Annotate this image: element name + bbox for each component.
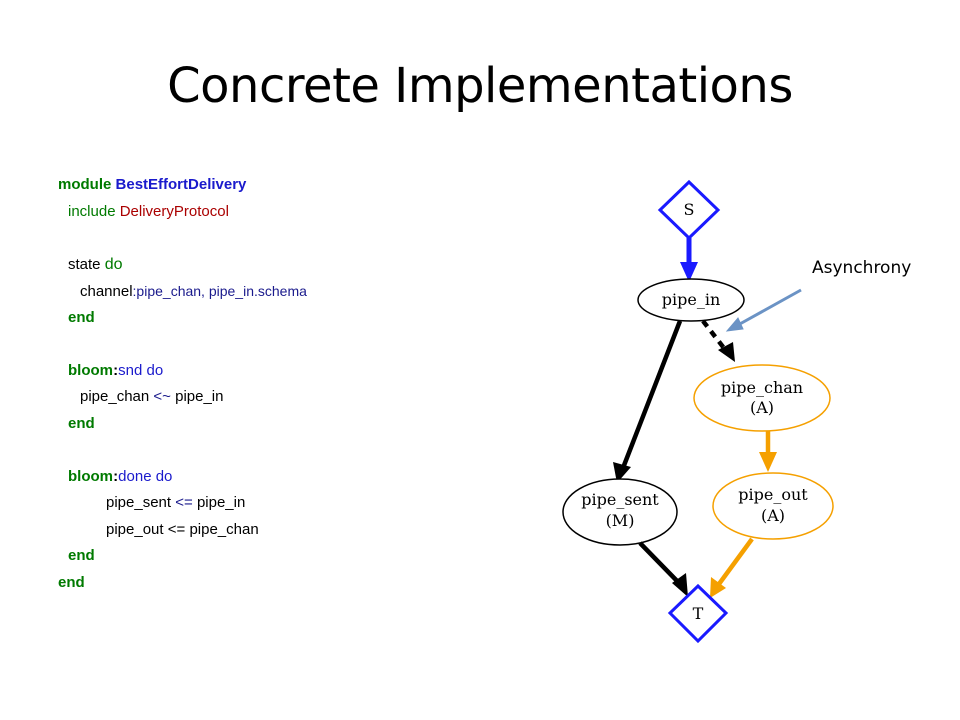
rhs-collection: pipe_in <box>196 494 246 511</box>
bloom-block-name: snd do <box>118 361 164 379</box>
code-line: pipe_sent <= pipe_in <box>58 490 478 517</box>
pointer-arrowhead <box>725 317 744 332</box>
lhs-collection: pipe_sent <box>106 494 172 511</box>
lhs-collection: pipe_chan <box>80 388 150 405</box>
code-line: bloom :done do <box>58 464 478 491</box>
node-pipe-in-label: pipe_in <box>662 290 721 309</box>
edge-pipe-in-pipe-chan <box>701 319 729 354</box>
keyword-end: end <box>68 547 95 564</box>
keyword-bloom: bloom <box>68 467 113 485</box>
code-line: end <box>58 305 478 332</box>
edge-pipe-out-t <box>717 537 754 586</box>
keyword-end: end <box>68 414 95 432</box>
node-t: T <box>667 583 729 644</box>
operator-merge: <= <box>167 520 186 538</box>
node-s-label: S <box>684 200 695 219</box>
pipe-sent-ellipse <box>562 478 678 546</box>
node-pipe-sent-tag: (M) <box>606 511 635 530</box>
edge-pipe-in-pipe-sent <box>620 320 683 469</box>
rhs-collection: pipe_in <box>175 388 224 405</box>
keyword-bloom: bloom <box>68 361 113 379</box>
bloom-block-name: done do <box>118 467 173 485</box>
slide-title: Concrete Implementations <box>167 58 793 114</box>
code-line: channel:pipe_chan, pipe_in.schema <box>58 278 478 305</box>
code-line: bloom :snd do <box>58 358 478 385</box>
code-line: pipe_chan <~ pipe_in <box>58 384 478 411</box>
node-pipe-sent-label: pipe_sent <box>581 490 659 509</box>
operator-merge: <= <box>175 494 193 511</box>
node-pipe-in: pipe_in <box>637 278 745 322</box>
node-pipe-out-tag: (A) <box>761 506 785 525</box>
module-name: BestEffortDelivery <box>115 176 247 193</box>
asynchrony-label: Asynchrony <box>812 258 912 278</box>
symbol-colon: : <box>113 361 119 379</box>
node-pipe-chan-tag: (A) <box>750 398 774 417</box>
code-line: end <box>58 570 478 597</box>
pipe-chan-ellipse <box>693 364 831 432</box>
node-t-label: T <box>693 604 704 623</box>
node-pipe-out-label: pipe_out <box>738 485 808 504</box>
pipe-out-ellipse <box>712 472 834 540</box>
included-module: DeliveryProtocol <box>119 202 229 220</box>
arrowhead-black <box>672 573 688 597</box>
code-line: end <box>58 543 478 570</box>
pipe-in-ellipse <box>637 278 745 322</box>
arrowhead-orange <box>710 577 726 598</box>
node-pipe-chan: pipe_chan (A) <box>693 364 831 432</box>
keyword-include: include <box>68 202 116 220</box>
code-line: state do <box>58 252 478 279</box>
channel-decl: :pipe_chan, pipe_in.schema <box>132 283 307 299</box>
asynchrony-pointer <box>737 288 802 327</box>
code-line: include DeliveryProtocol <box>58 199 478 226</box>
arrowhead-blue <box>680 262 698 282</box>
keyword-state: state <box>68 255 101 273</box>
keyword-do: do <box>104 255 123 273</box>
keyword-channel: channel <box>80 283 133 300</box>
node-s: S <box>657 179 721 241</box>
keyword-module: module <box>58 176 112 193</box>
code-block: module BestEffortDelivery include Delive… <box>58 172 478 596</box>
operator-async-merge: <~ <box>153 388 171 405</box>
code-line: module BestEffortDelivery <box>58 172 478 199</box>
symbol-colon: : <box>113 467 119 485</box>
arrowhead-black <box>718 342 735 362</box>
keyword-end: end <box>58 573 85 591</box>
keyword-end: end <box>68 308 95 326</box>
arrowhead-black <box>613 462 631 483</box>
arrowhead-orange <box>759 452 777 472</box>
lhs-collection: pipe_out <box>106 520 164 538</box>
node-pipe-sent: pipe_sent (M) <box>562 478 678 546</box>
node-pipe-chan-label: pipe_chan <box>721 378 803 397</box>
end-diamond <box>667 583 729 644</box>
edge-pipe-sent-t <box>638 541 682 586</box>
code-line: pipe_out <= pipe_chan <box>58 517 478 544</box>
rhs-collection: pipe_chan <box>189 520 259 538</box>
node-pipe-out: pipe_out (A) <box>712 472 834 540</box>
code-line: end <box>58 411 478 438</box>
